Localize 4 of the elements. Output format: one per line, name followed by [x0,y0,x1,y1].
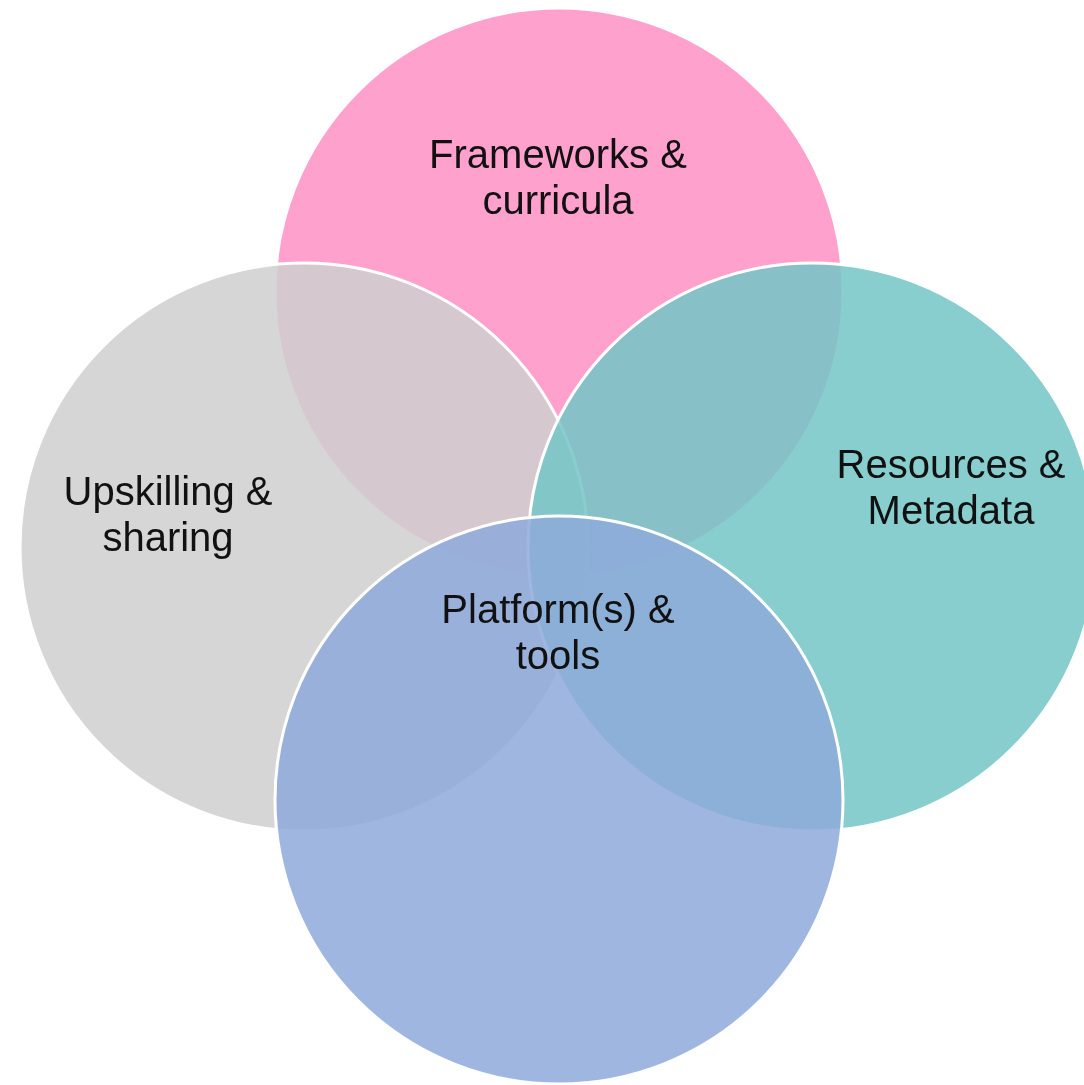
circle-label: Frameworks & curricula [428,131,688,223]
circle-label: Resources & Metadata [836,441,1066,533]
circle-label: Platform(s) & tools [440,586,676,678]
circle-label: Upskilling & sharing [63,468,273,560]
